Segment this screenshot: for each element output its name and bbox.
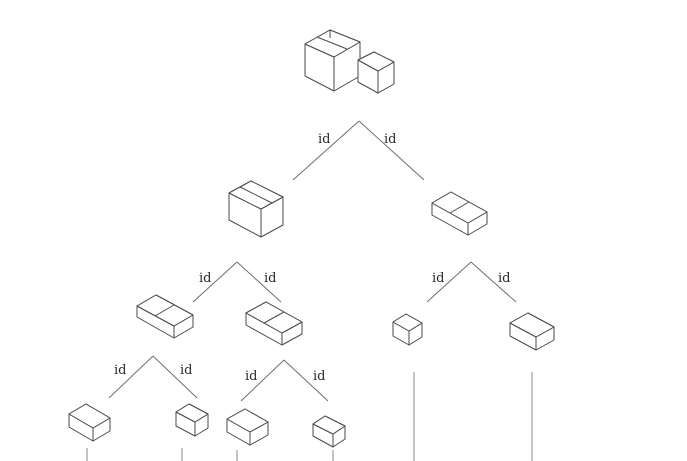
edge-l1right-d — [470, 261, 517, 303]
edge-label: id — [318, 132, 330, 147]
node-l2-b-box-icon — [245, 301, 303, 346]
edge-label: id — [313, 369, 325, 384]
edge-label: id — [498, 271, 510, 286]
edge-l1left-b — [236, 261, 282, 303]
edge-l2a-a — [108, 355, 154, 399]
edge-label: id — [432, 271, 444, 286]
edge-l2a-b — [152, 355, 198, 399]
node-l1-right-box-icon — [431, 191, 488, 236]
edge-l1left-a — [192, 261, 238, 303]
edge-label: id — [245, 369, 257, 384]
node-root-box-icon — [304, 29, 395, 94]
edge-label: id — [114, 363, 126, 378]
node-l3-c-box-icon — [226, 408, 269, 446]
node-l2-a-box-icon — [136, 294, 194, 339]
node-l2-d-box-icon — [509, 312, 555, 351]
edge-root-left — [292, 120, 360, 181]
node-l3-b-box-icon — [175, 403, 209, 437]
node-l3-a-box-icon — [68, 403, 111, 442]
edge-label: id — [384, 132, 396, 147]
edge-labels: id id id id id id id id id id — [114, 132, 510, 384]
continuation-lines — [86, 372, 533, 461]
tree-edges — [108, 120, 517, 402]
edge-label: id — [199, 271, 211, 286]
edge-label: id — [180, 363, 192, 378]
node-l1-left-box-icon — [228, 180, 284, 238]
edge-label: id — [264, 271, 276, 286]
edge-root-right — [358, 120, 425, 181]
edge-l2b-c — [240, 359, 285, 402]
edge-l1right-c — [426, 261, 472, 303]
edge-l2b-d — [283, 359, 329, 402]
node-l3-d-box-icon — [312, 415, 346, 448]
node-l2-c-box-icon — [392, 313, 423, 346]
